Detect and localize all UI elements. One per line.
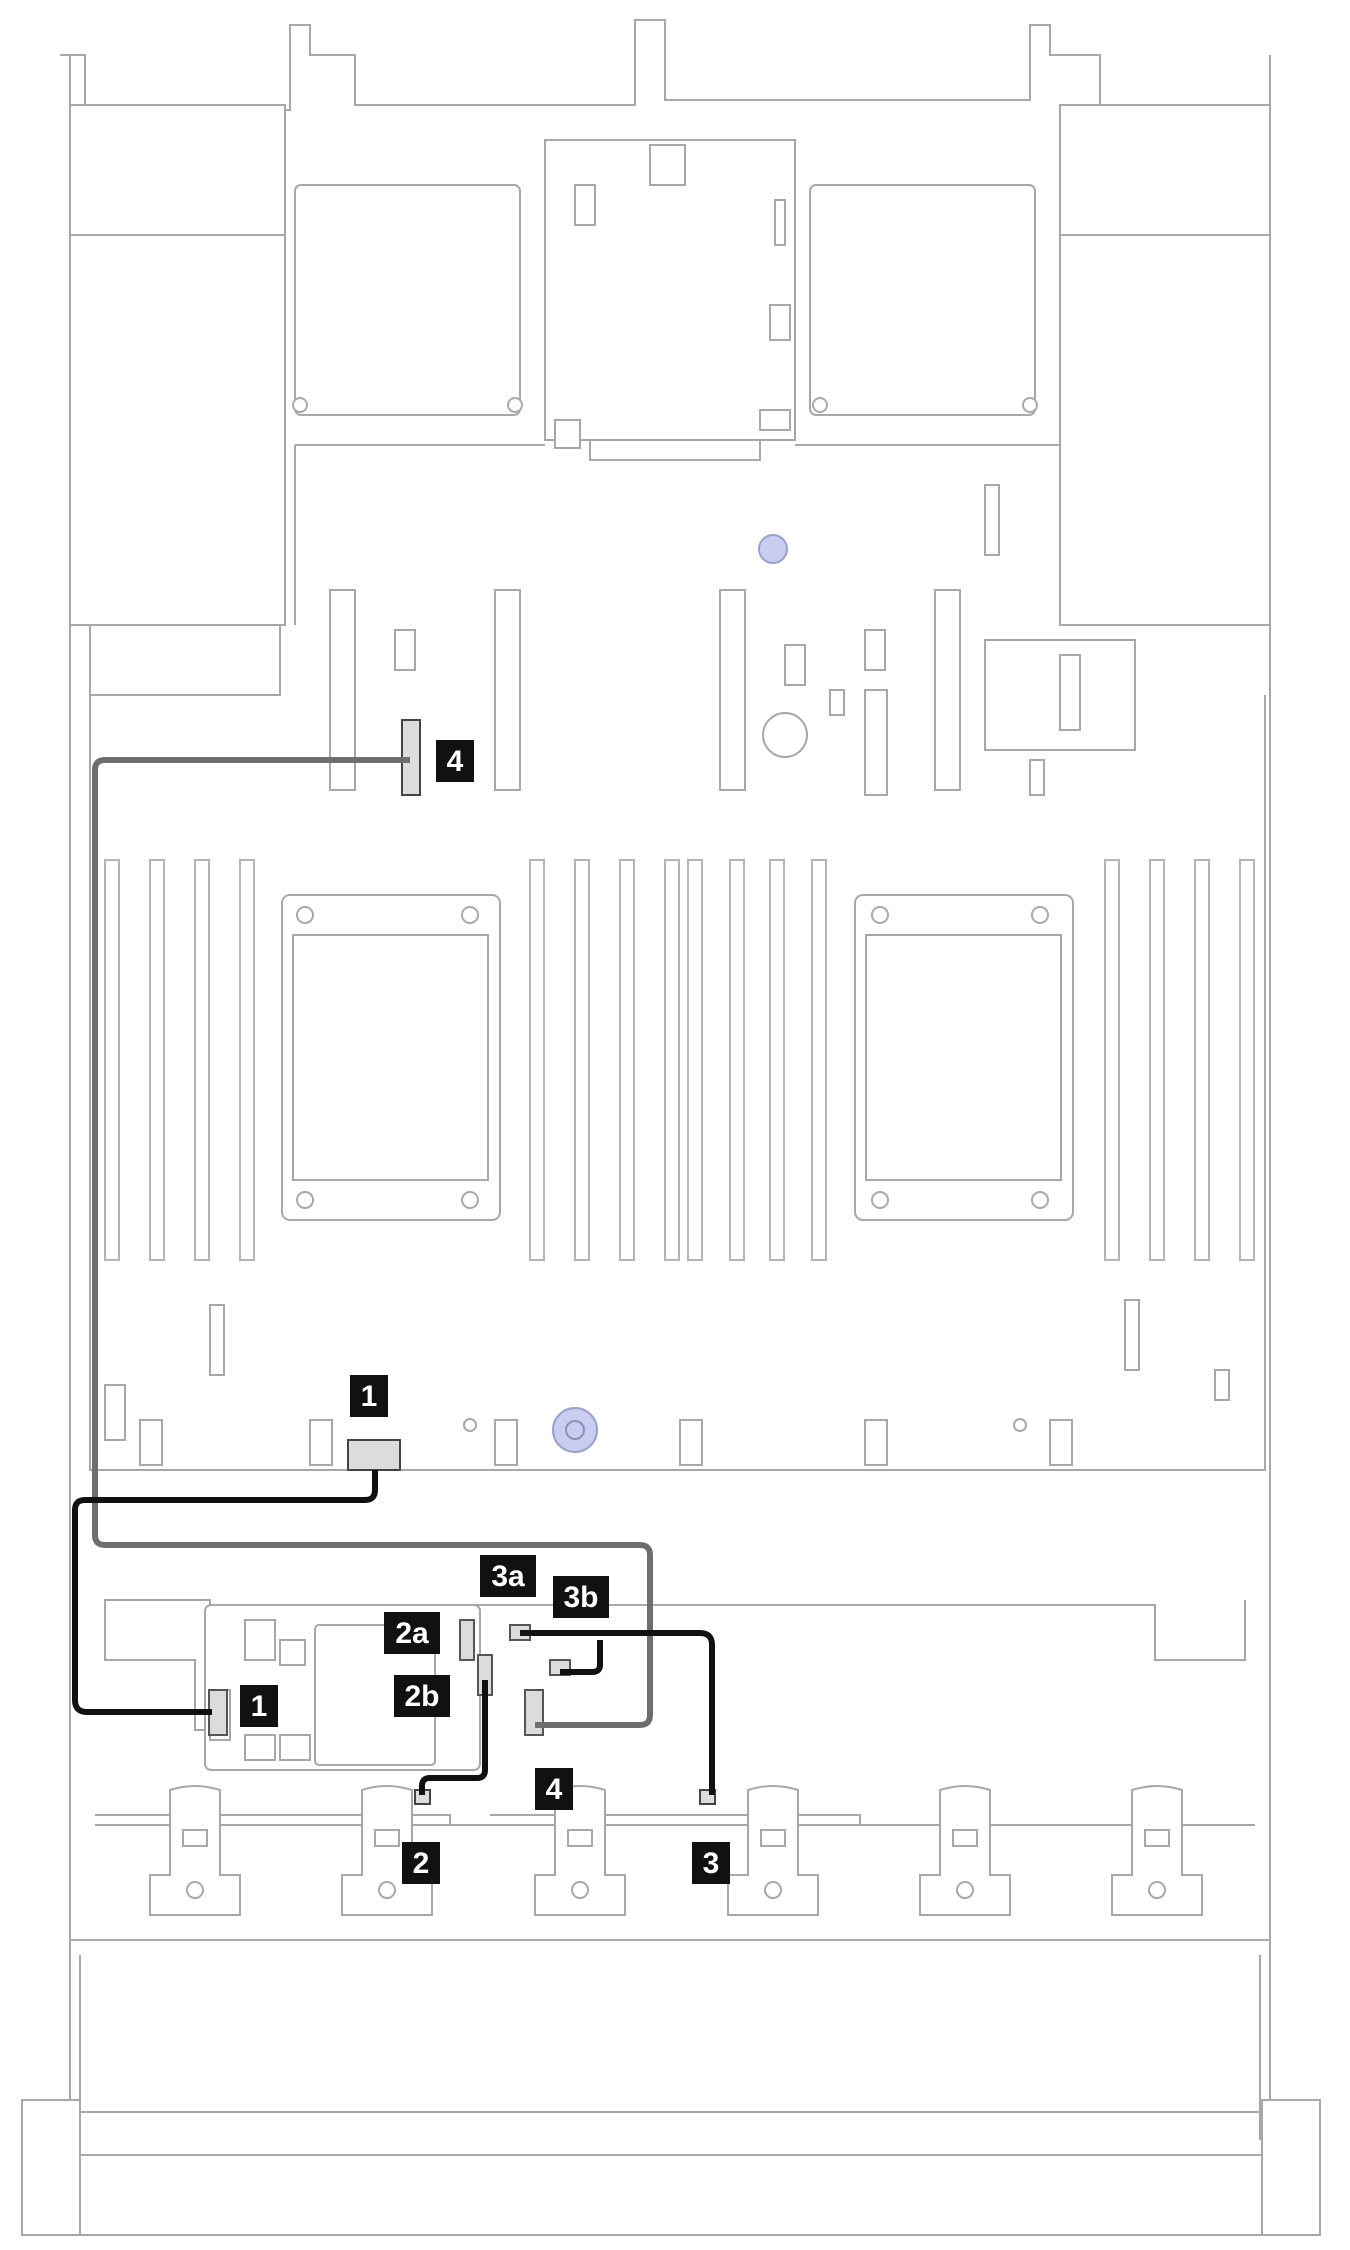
screw-icon (552, 1407, 598, 1453)
drive-latch (919, 1785, 1011, 1916)
callout-3a: 3a (480, 1555, 536, 1597)
callout-1-top: 1 (350, 1375, 388, 1417)
dimm-slot (1194, 859, 1210, 1261)
callouts: 1 1 2a 2b 2 3a 3b 3 (240, 740, 730, 1884)
dimm-slots (104, 859, 1255, 1261)
dimm-slot (239, 859, 255, 1261)
svg-text:4: 4 (447, 745, 464, 778)
drive-latch (534, 1785, 626, 1916)
drive-bay-latches (149, 1785, 1203, 1916)
riser-cages (292, 139, 1061, 625)
connector-icon (347, 1439, 401, 1471)
svg-text:1: 1 (251, 1690, 268, 1723)
svg-text:1: 1 (361, 1380, 378, 1413)
drive-latch (1111, 1785, 1203, 1916)
drive-latch (149, 1785, 241, 1916)
dimm-slot (194, 859, 210, 1261)
screw-icon (758, 534, 788, 564)
svg-text:3a: 3a (491, 1560, 525, 1593)
svg-text:2b: 2b (404, 1680, 439, 1713)
dimm-slot (729, 859, 745, 1261)
callout-2a: 2a (384, 1612, 440, 1654)
cable-icon (560, 1640, 603, 1675)
svg-text:2: 2 (413, 1847, 430, 1880)
raid-adapter-area (95, 719, 1255, 1826)
svg-text:3b: 3b (563, 1581, 598, 1614)
callout-2: 2 (402, 1842, 440, 1884)
connector-icon (524, 1689, 544, 1736)
svg-text:4: 4 (546, 1773, 563, 1806)
callout-4-bottom: 4 (535, 1768, 573, 1810)
motherboard (89, 484, 1266, 1471)
chassis-outline (21, 19, 1321, 2236)
dimm-slot (1104, 859, 1120, 1261)
dimm-slot (664, 859, 680, 1261)
dimm-slot (811, 859, 827, 1261)
cable-icon (520, 1630, 715, 1795)
drive-latch (727, 1785, 819, 1916)
dimm-slot (619, 859, 635, 1261)
cables (72, 757, 715, 1795)
callout-1-bottom: 1 (240, 1685, 278, 1727)
dimm-slot (104, 859, 120, 1261)
dimm-slot (574, 859, 590, 1261)
dimm-slot (687, 859, 703, 1261)
callout-3: 3 (692, 1842, 730, 1884)
cable-icon (92, 757, 653, 1728)
connector-icon (459, 1619, 475, 1661)
callout-3b: 3b (553, 1576, 609, 1618)
dimm-slot (1239, 859, 1255, 1261)
svg-text:3: 3 (703, 1847, 720, 1880)
cable-icon (419, 1680, 488, 1795)
dimm-slot (149, 859, 165, 1261)
dimm-slot (529, 859, 545, 1261)
dimm-slot (1149, 859, 1165, 1261)
callout-2b: 2b (394, 1675, 450, 1717)
callout-4-top: 4 (436, 740, 474, 782)
svg-text:2a: 2a (395, 1617, 429, 1650)
dimm-slot (769, 859, 785, 1261)
cable-icon (72, 1470, 378, 1715)
